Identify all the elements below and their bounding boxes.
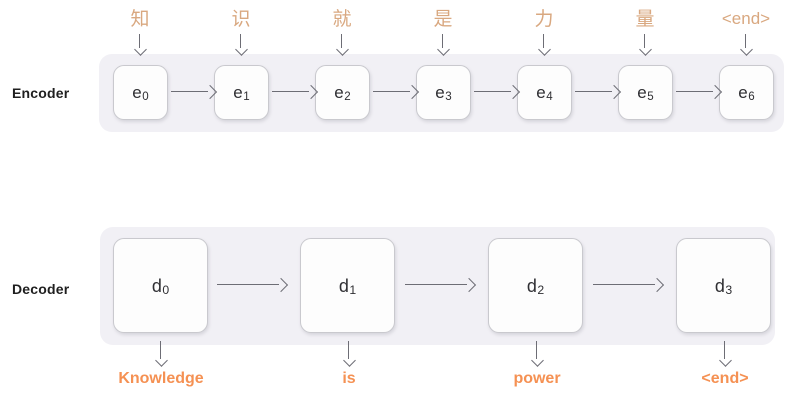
decoder-cell-3: d3 [676,238,771,333]
encoder-cell-2-label: e2 [334,82,351,104]
encoder-input-token-0: 知 [130,9,150,30]
encoder-input-arrow-3 [436,34,450,56]
encoder-input-token-5: 量 [635,9,655,30]
decoder-output-token-1: is [342,370,356,387]
decoder-cell-0-label: d0 [151,275,170,298]
encoder-cell-6-label: e6 [738,82,755,104]
decoder-cell-1-label: d1 [338,275,357,298]
encoder-cell-5: e5 [618,65,673,120]
encoder-input-arrow-0 [133,34,147,56]
decoder-cell-2: d2 [488,238,583,333]
decoder-output-token-3: <end> [701,370,749,387]
encoder-row-label: Encoder [12,85,70,101]
encoder-cell-1-label: e1 [233,82,250,104]
decoder-panel [100,227,775,345]
encoder-input-arrow-6 [739,34,753,56]
encoder-cell-0-label: e0 [132,82,149,104]
decoder-cell-1: d1 [300,238,395,333]
encoder-cell-0: e0 [113,65,168,120]
decoder-cell-2-label: d2 [526,275,545,298]
encoder-input-token-1: 识 [231,9,251,30]
encoder-input-token-3: 是 [433,9,453,30]
encoder-cell-5-label: e5 [637,82,654,104]
encoder-cell-3: e3 [416,65,471,120]
decoder-row-label: Decoder [12,281,70,297]
decoder-output-token-2: power [513,370,561,387]
encoder-input-arrow-4 [537,34,551,56]
encoder-cell-4-label: e4 [536,82,553,104]
encoder-cell-2: e2 [315,65,370,120]
decoder-output-token-0: Knowledge [118,370,204,387]
decoder-cell-3-label: d3 [714,275,733,298]
encoder-input-arrow-5 [638,34,652,56]
encoder-input-arrow-1 [234,34,248,56]
encoder-cell-4: e4 [517,65,572,120]
encoder-input-token-4: 力 [534,9,554,30]
encoder-input-token-2: 就 [332,9,352,30]
decoder-cell-0: d0 [113,238,208,333]
encoder-cell-1: e1 [214,65,269,120]
encoder-cell-3-label: e3 [435,82,452,104]
encoder-input-arrow-2 [335,34,349,56]
encoder-input-token-6: <end> [721,9,771,28]
encoder-cell-6: e6 [719,65,774,120]
